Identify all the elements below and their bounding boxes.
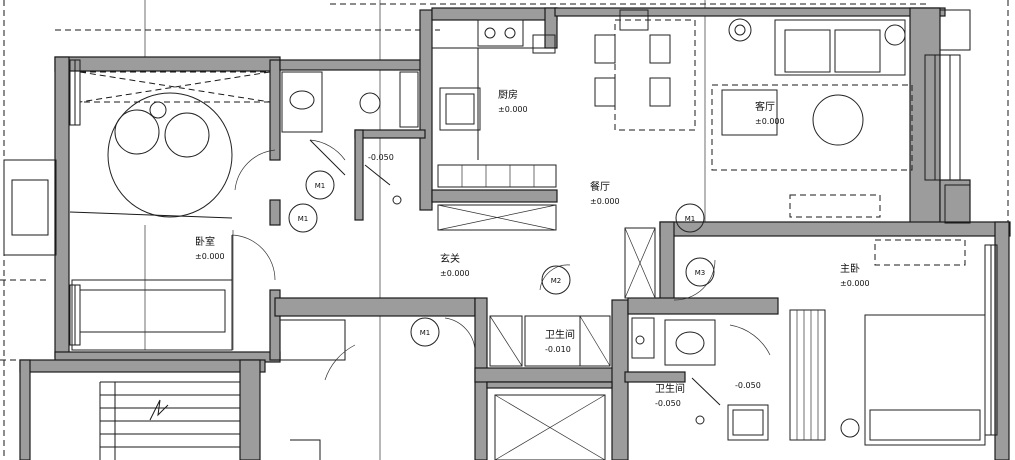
bedroom-left-furniture bbox=[69, 71, 271, 351]
label-master: 主卧 bbox=[840, 262, 860, 275]
stairs bbox=[99, 381, 321, 460]
master-bedroom-furniture bbox=[789, 239, 986, 446]
tag-5: M1 bbox=[685, 215, 696, 223]
label-entry: 玄关 bbox=[440, 252, 460, 265]
kitchen-fixtures bbox=[432, 19, 557, 231]
level-bedroom-left: ±0.000 bbox=[195, 252, 225, 261]
level-living: ±0.000 bbox=[755, 117, 785, 126]
tag-1: M1 bbox=[315, 182, 326, 190]
label-living: 客厅 bbox=[755, 100, 775, 113]
bath-right-fixtures bbox=[631, 317, 771, 441]
door-tags: M1 M1 M1 M2 M1 M3 bbox=[288, 170, 715, 347]
label-dining: 餐厅 bbox=[590, 180, 610, 193]
label-bath-center: 卫生间 bbox=[545, 328, 575, 341]
bath-left-fixtures bbox=[281, 71, 419, 205]
tag-4: M2 bbox=[551, 277, 562, 285]
level-master: ±0.000 bbox=[840, 279, 870, 288]
label-bedroom: 卧室 bbox=[195, 235, 215, 248]
level-bath-right: -0.050 bbox=[655, 399, 681, 408]
tag-2: M1 bbox=[298, 215, 309, 223]
living-furniture bbox=[711, 18, 913, 218]
level-bath-left: -0.050 bbox=[368, 153, 394, 162]
tag-3: M1 bbox=[420, 329, 431, 337]
walls bbox=[3, 7, 1011, 460]
tag-6: M3 bbox=[695, 269, 706, 277]
room-labels: 厨房 ±0.000 客厅 ±0.000 餐厅 ±0.000 玄关 ±0.000 … bbox=[195, 88, 870, 408]
label-kitchen: 厨房 bbox=[498, 88, 518, 101]
doors bbox=[231, 149, 716, 351]
level-shower: -0.050 bbox=[735, 381, 761, 390]
level-bath-center: -0.010 bbox=[545, 345, 571, 354]
level-dining: ±0.000 bbox=[590, 197, 620, 206]
level-kitchen: ±0.000 bbox=[498, 105, 528, 114]
entry-area bbox=[279, 227, 656, 460]
dining-table bbox=[594, 9, 696, 131]
label-bath-right: 卫生间 bbox=[655, 382, 685, 395]
level-entry: ±0.000 bbox=[440, 269, 470, 278]
